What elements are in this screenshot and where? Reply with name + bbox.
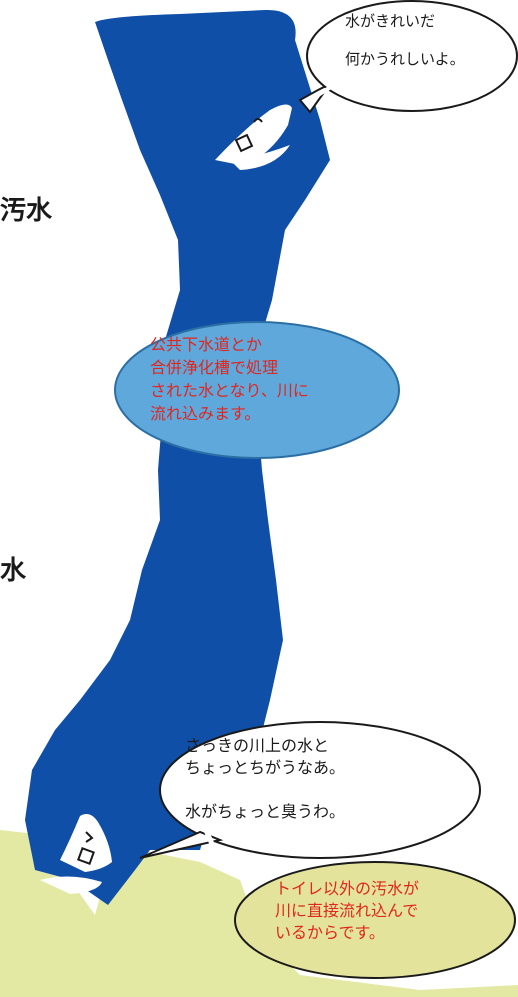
side-label-lower: 水 [0,556,27,586]
info-bubble-middle [114,321,400,459]
side-label-upper: 汚水 [0,196,53,226]
river-water [25,9,330,905]
info-middle-text: 公共下水道とか 合併浄化槽で処理 された水となり、川に 流れ込みます。 [150,335,309,423]
info-bubble-bottom [234,861,516,979]
fish-top-speech-text: 水がきれいだ 何かうれしいよ。 [345,12,465,68]
fish-unhappy-icon [40,814,112,894]
fish-bottom-speech-text: さっきの川上の水と ちょっとちがうなあ。 水がちょっと臭うわ。 [185,736,346,821]
speech-bubble-bottom [139,721,481,859]
speech-bubble-top [298,0,518,114]
fish-happy-icon [215,104,292,170]
info-bottom-text: トイレ以外の汚水が 川に直接流れ込んで いるからです。 [275,879,420,942]
